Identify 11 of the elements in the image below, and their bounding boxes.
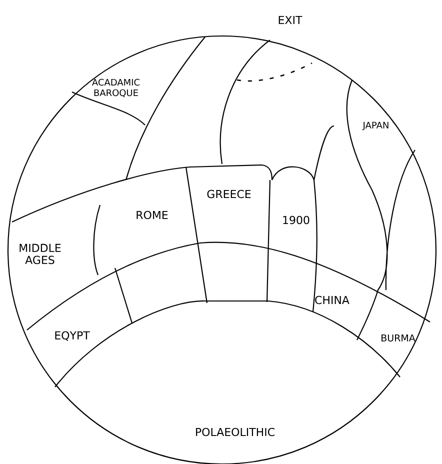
region-label: ACADAMIC BAROQUE bbox=[92, 78, 140, 98]
region-label: 1900 bbox=[283, 216, 310, 224]
region-label: MIDDLE AGES bbox=[20, 244, 61, 264]
region-label: GREECE bbox=[207, 190, 251, 198]
region-label: CHINA bbox=[315, 296, 350, 304]
region-label: JAPAN bbox=[362, 122, 388, 130]
region-label: EQYPT bbox=[55, 331, 90, 341]
region-label: EXIT bbox=[278, 16, 302, 24]
region-label: ROME bbox=[136, 210, 168, 220]
region-label: POLAEOLITHIC bbox=[196, 428, 274, 436]
region-label: BURMA bbox=[382, 334, 416, 342]
